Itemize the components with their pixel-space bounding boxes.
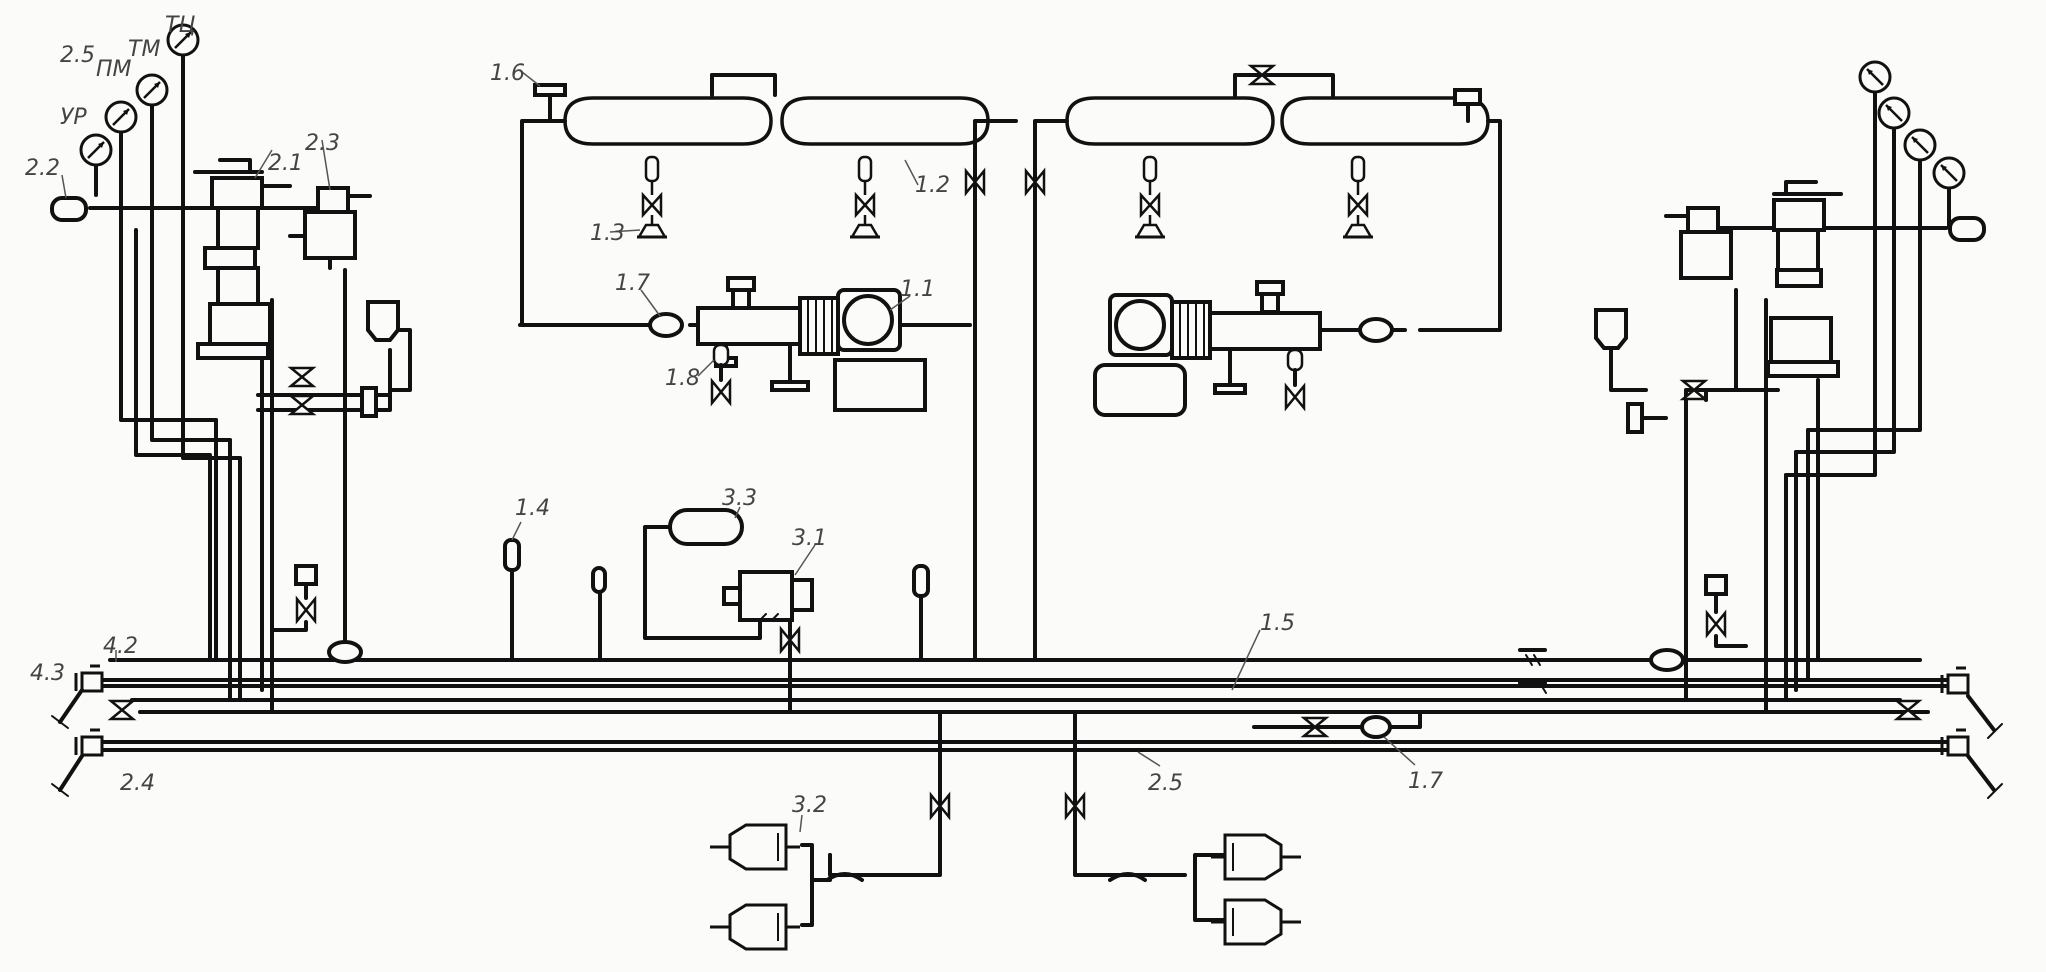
valve-icon — [295, 597, 317, 623]
label-4-3: 4.3 — [30, 661, 65, 686]
label-pm: ПМ — [96, 57, 132, 82]
label-ur: УР — [60, 105, 87, 130]
filter-icon — [366, 300, 400, 342]
label-3-1: 3.1 — [792, 526, 827, 551]
label-1-5: 1.5 — [1260, 611, 1295, 636]
label-4-2: 4.2 — [103, 634, 138, 659]
check-valve-1-7 — [1360, 715, 1392, 739]
main-reservoir-1-2 — [563, 96, 773, 146]
brake-cylinder-icon — [1209, 833, 1303, 881]
brake-cylinder-icon — [1209, 898, 1303, 946]
label-2-5: 2.5 — [60, 43, 95, 68]
valve-icon — [360, 386, 378, 418]
filter-icon — [1594, 308, 1628, 350]
label-1-7: 1.7 — [615, 271, 650, 296]
main-reservoir — [1065, 96, 1275, 146]
reservoir-3-3 — [668, 508, 744, 546]
label-1-6: 1.6 — [490, 61, 525, 86]
end-cock-2-4 — [74, 728, 104, 757]
left-compressor-group — [518, 73, 1018, 662]
end-cock-4-3 — [74, 664, 104, 693]
driver-brake-valve-2-1 — [210, 176, 264, 210]
gauge-icon — [1858, 60, 1892, 94]
label-2-1: 2.1 — [268, 151, 303, 176]
valve-4-2 — [109, 699, 135, 721]
brake-distributor-3-1 — [738, 570, 794, 622]
sensor-icon — [912, 564, 930, 598]
gauge-icon — [135, 73, 169, 107]
compressor-motor — [1093, 363, 1187, 417]
label-1-7b: 1.7 — [1408, 769, 1443, 794]
label-1-3: 1.3 — [590, 221, 625, 246]
drain-1-8 — [712, 343, 730, 367]
check-valve-icon — [327, 640, 363, 664]
main-reservoir-1-2 — [780, 96, 990, 146]
valve-icon — [1705, 611, 1727, 637]
label-2-3: 2.3 — [305, 131, 340, 156]
label-tc: ТЦ — [165, 13, 196, 38]
aux-brake-valve-2-3 — [303, 210, 357, 260]
label-1-2: 1.2 — [915, 173, 950, 198]
main-train-lines — [90, 658, 1952, 752]
gauge-icon — [1877, 96, 1911, 130]
brake-cylinder-3-2 — [708, 823, 802, 871]
label-2-5b: 2.5 — [1148, 771, 1183, 796]
drain-valve-1-3 — [635, 155, 669, 239]
safety-valve-icon — [1453, 88, 1482, 106]
check-valve-icon — [1649, 648, 1685, 672]
middle-devices — [503, 508, 1547, 739]
reservoir-2-2 — [50, 196, 88, 222]
label-tm: ТМ — [128, 37, 160, 62]
right-cab-equipment — [1594, 60, 1986, 714]
drain-valve-icon — [848, 155, 882, 239]
sensor-1-4 — [503, 538, 521, 572]
end-cocks — [51, 664, 2003, 799]
label-1-1: 1.1 — [900, 277, 935, 302]
gauge-icon — [79, 133, 113, 167]
drain-valve-icon — [1133, 155, 1167, 239]
sensor-icon — [591, 566, 607, 594]
reservoir-icon — [1948, 216, 1986, 242]
label-2-2: 2.2 — [25, 156, 60, 181]
safety-valve-1-6 — [533, 83, 567, 97]
valve-icon — [1284, 384, 1306, 410]
drain-valve-icon — [1341, 155, 1375, 239]
gauge-icon — [104, 100, 138, 134]
compressor-motor — [833, 358, 927, 412]
brake-cylinder-icon — [708, 903, 802, 951]
gauge-icon — [1932, 156, 1966, 190]
label-2-4: 2.4 — [120, 771, 155, 796]
label-3-3: 3.3 — [722, 486, 757, 511]
compressor-pipe — [696, 306, 810, 346]
labels: 2.5 ПМ ТМ ТЦ УР 2.2 2.1 2.3 1.6 1.2 1.3 … — [25, 13, 1443, 818]
valve-icon — [710, 379, 732, 405]
label-3-2: 3.2 — [792, 793, 827, 818]
label-1-4: 1.4 — [515, 496, 550, 521]
brake-cylinders — [708, 710, 1303, 951]
leader-lines — [61, 71, 1416, 833]
check-valve-1-7 — [648, 312, 684, 338]
valve-icon — [289, 394, 315, 416]
gauge-icon — [1903, 128, 1937, 162]
right-compressor-group — [1024, 64, 1502, 662]
check-valve-icon — [1358, 317, 1394, 343]
label-1-8: 1.8 — [665, 366, 700, 391]
left-cab-equipment — [50, 23, 412, 714]
valve-icon — [289, 366, 315, 388]
